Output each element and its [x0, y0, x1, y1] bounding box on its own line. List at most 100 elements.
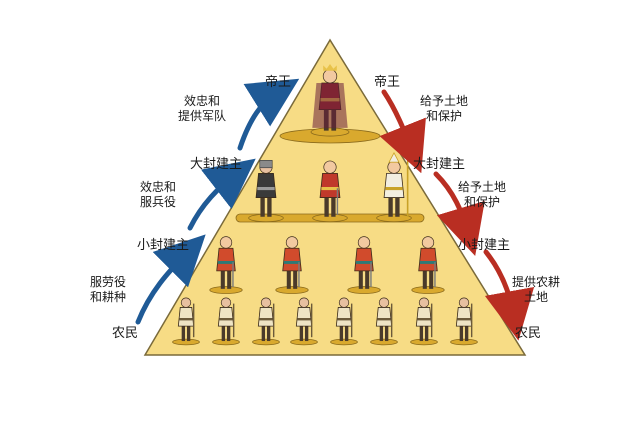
tier4-figure-2-body — [217, 307, 235, 327]
tier4-figure-8-pedestal — [450, 338, 478, 346]
tier3-figure-1-pedestal — [209, 286, 243, 294]
label-vassal-left: 小封建主 — [137, 238, 190, 253]
tier2-figure-2-body — [319, 172, 341, 198]
tier4-figure-1-peasant — [172, 297, 200, 346]
tier3-figure-4-body — [418, 247, 438, 272]
tier4-figure-2-pedestal — [212, 338, 240, 346]
note-left-upper: 效忠和 提供军队 — [178, 94, 226, 124]
tier3-figure-2-leg-left — [286, 267, 291, 289]
tier3-figure-1-leg-left — [220, 267, 225, 289]
arrow-left-lower — [135, 234, 206, 325]
note-left-middle-line1: 效忠和 — [140, 180, 177, 194]
note-left-lower-line1: 服劳役 — [90, 275, 127, 289]
tier4-figure-7-head — [418, 297, 430, 308]
note-right-middle: 给予土地 和保护 — [458, 180, 506, 210]
tier4-figure-5-belt — [337, 318, 351, 321]
tier2-figure-2-head — [323, 160, 337, 174]
tier4-figure-1-pedestal — [172, 338, 200, 346]
tier2-figure-3-pedestal — [376, 213, 412, 223]
tier1-figure-1-cape — [312, 83, 348, 128]
arrow-right-middle — [433, 171, 485, 256]
tier3-figure-2-vassal — [275, 236, 309, 294]
tier4-figure-5-leg-right — [344, 323, 349, 342]
tier4-figure-6-pedestal — [370, 338, 398, 346]
tier3-figure-2-pedestal — [275, 286, 309, 294]
tier3-figure-3-head — [357, 236, 371, 249]
tier2-figure-3-body — [383, 172, 405, 198]
tier4-figure-3-peasant — [252, 297, 280, 346]
label-peasant-left: 农民 — [112, 326, 139, 341]
note-right-upper-line2: 和保护 — [426, 109, 463, 123]
tier4-figure-1-leg-right — [186, 323, 191, 342]
arrow-left-upper — [237, 78, 300, 151]
tier4-figure-2-head — [220, 297, 232, 308]
note-right-lower-line1: 提供农耕 — [512, 275, 561, 289]
tier2-figure-3-head — [387, 160, 401, 174]
tier4-figure-8-body — [455, 307, 473, 327]
tier3-figure-1-belt — [217, 261, 235, 264]
tier4-figure-2-peasant — [212, 297, 240, 346]
tier4-figure-3-pedestal — [252, 338, 280, 346]
note-right-upper: 给予土地 和保护 — [420, 94, 468, 124]
note-right-upper-line1: 给予土地 — [420, 94, 469, 108]
tier2-figure-2-lord — [312, 160, 348, 223]
tier4-figure-4-pedestal — [290, 338, 318, 346]
tier4-figure-8-belt — [457, 318, 471, 321]
tier2-figure-1-leg-right — [267, 194, 272, 217]
tier4-figure-6-peasant — [370, 297, 398, 346]
tier4-figure-6-belt — [377, 318, 391, 321]
tier2-figure-2-leg-left — [324, 194, 329, 217]
tier2-figure-1-body — [255, 172, 277, 198]
tier3-figure-4-leg-right — [429, 267, 434, 289]
tier4-figure-8-peasant — [450, 297, 478, 346]
tier4-figure-6-head — [378, 297, 390, 308]
tier4-figure-3-leg-left — [261, 323, 266, 342]
tier4-figure-7-peasant — [410, 297, 438, 346]
tier4-figure-7-body — [415, 307, 433, 327]
tier4-figure-5-head — [338, 297, 350, 308]
tier3-figure-2-belt — [283, 261, 301, 264]
tier3-figure-4-vassal — [411, 236, 445, 294]
tier1-figure-1-pedestal — [310, 127, 350, 137]
note-left-lower-line2: 和耕种 — [90, 290, 127, 304]
tier2-figure-3-leg-right — [395, 194, 400, 217]
tier3-figure-3-leg-right — [365, 267, 370, 289]
tier1-figure-1-head — [322, 69, 338, 84]
tier3-figure-3-body — [354, 247, 374, 272]
tier4-figure-1-belt — [179, 318, 193, 321]
label-vassal-right: 小封建主 — [458, 238, 511, 253]
note-left-lower: 服劳役 和耕种 — [90, 275, 126, 305]
tier4-figure-5-peasant — [330, 297, 358, 346]
tier4-figure-8-leg-left — [459, 323, 464, 342]
tier4-figure-5-body — [335, 307, 353, 327]
tier4-figure-3-body — [257, 307, 275, 327]
note-left-upper-line1: 效忠和 — [184, 94, 221, 108]
tier2-figure-1-helmet — [259, 160, 273, 169]
tier4-figure-4-head — [298, 297, 310, 308]
tier4-figure-6-leg-left — [379, 323, 384, 342]
tier4-figure-2-leg-left — [221, 323, 226, 342]
label-king-right: 帝王 — [374, 75, 401, 90]
tier4-figure-4-leg-right — [304, 323, 309, 342]
label-peasant-right: 农民 — [515, 326, 542, 341]
tier2-figure-1-leg-left — [260, 194, 265, 217]
tier2-figure-2-leg-right — [331, 194, 336, 217]
note-right-lower: 提供农耕 土地 — [512, 275, 560, 305]
note-right-lower-line2: 土地 — [524, 290, 549, 304]
note-left-middle-line2: 服兵役 — [140, 195, 177, 209]
tier3-figure-4-leg-left — [422, 267, 427, 289]
tier3-figure-3-belt — [355, 261, 373, 264]
tier2-figure-3-belt — [385, 187, 403, 191]
tier4-figure-1-body — [177, 307, 195, 327]
tier2-figure-2-belt — [321, 187, 339, 191]
tier4-figure-7-pedestal — [410, 338, 438, 346]
tier4-figure-1-head — [180, 297, 192, 308]
tier4-figure-4-belt — [297, 318, 311, 321]
note-left-middle: 效忠和 服兵役 — [140, 180, 176, 210]
tier3-figure-4-head — [421, 236, 435, 249]
tier4-figure-5-leg-left — [339, 323, 344, 342]
tier4-figure-6-body — [375, 307, 393, 327]
label-lord-right: 大封建主 — [413, 157, 466, 172]
